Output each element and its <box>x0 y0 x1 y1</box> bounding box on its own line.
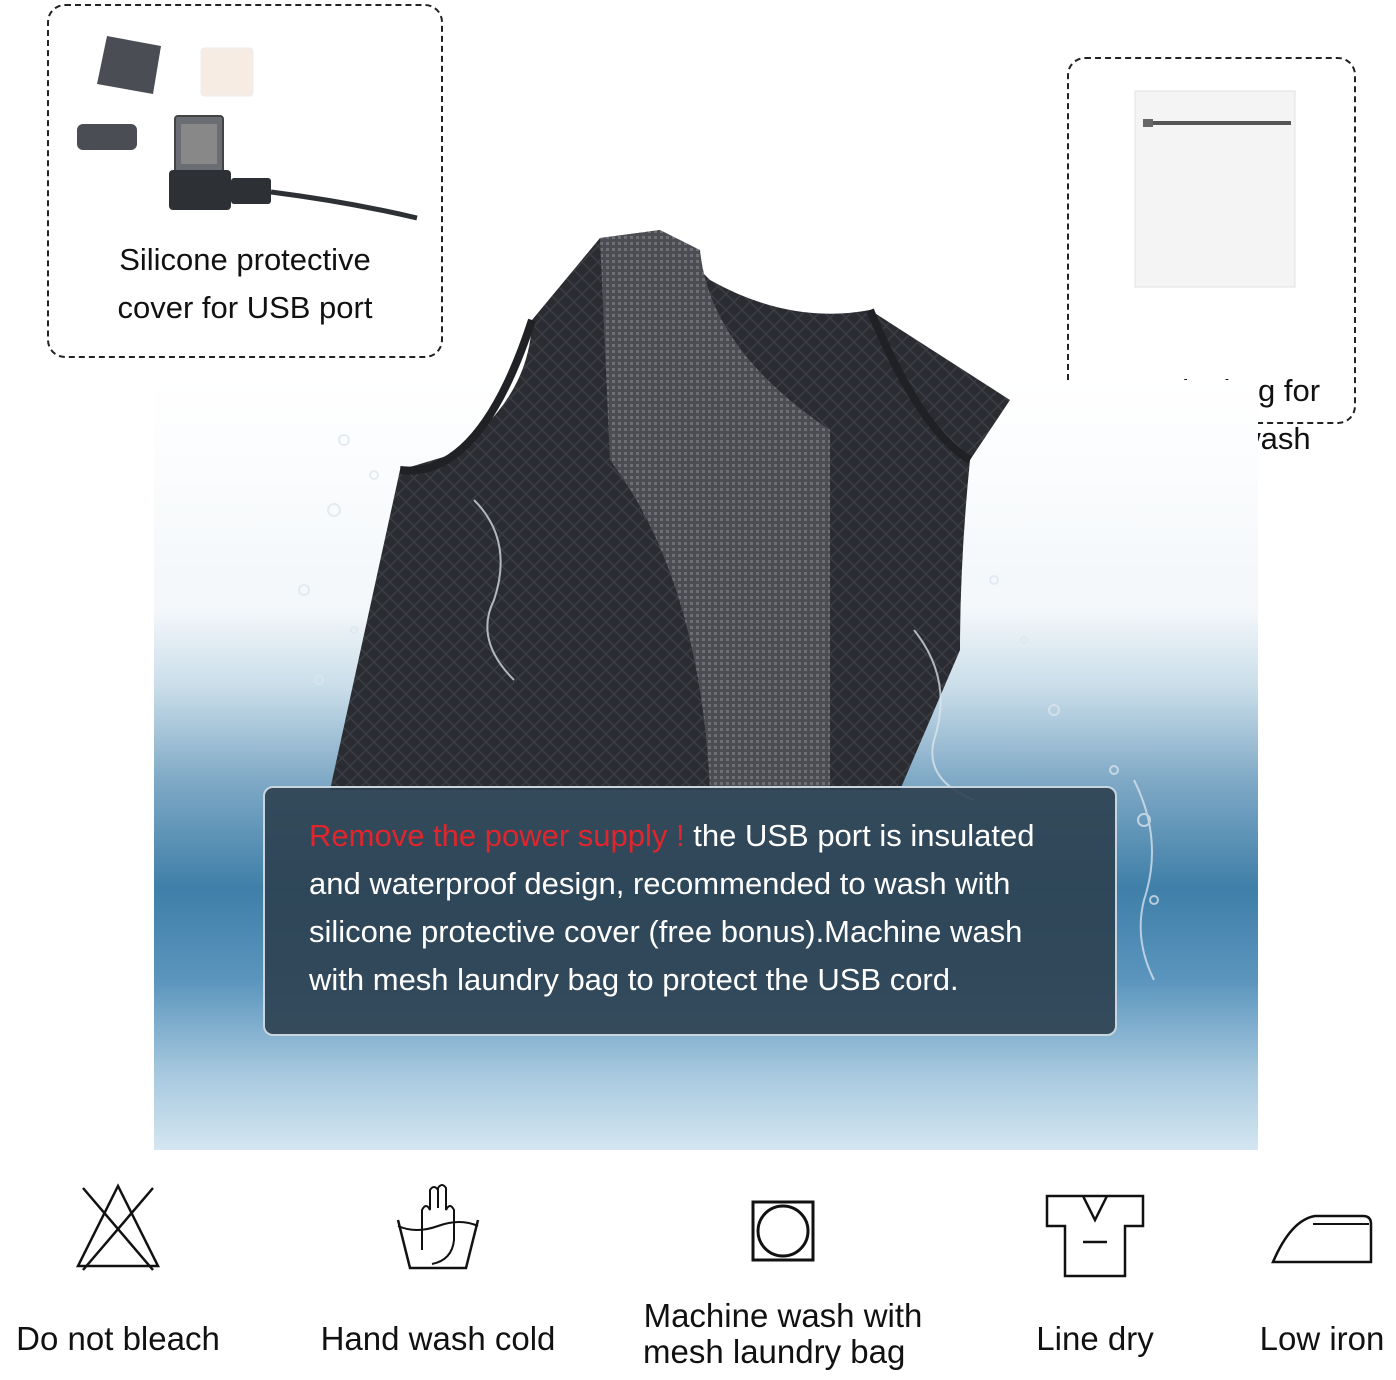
laundry-bag-icon <box>1134 90 1296 288</box>
water-splash <box>298 434 1159 981</box>
usb-cover-callout: Silicone protective cover for USB port <box>47 4 443 358</box>
line-dry-icon <box>1045 1194 1145 1278</box>
machine-wash-icon <box>751 1200 815 1262</box>
hand-wash-icon <box>396 1184 480 1270</box>
care-label-no-bleach: Do not bleach <box>16 1320 220 1357</box>
low-iron-icon <box>1271 1214 1373 1264</box>
care-item-hand-wash: Hand wash cold <box>321 1180 555 1357</box>
care-label-machine-wash: Machine wash with mesh laundry bag <box>635 1298 931 1370</box>
care-item-line-dry: Line dry <box>1030 1180 1160 1357</box>
care-item-machine-wash: Machine wash with mesh laundry bag <box>643 1180 922 1370</box>
care-label-hand-wash: Hand wash cold <box>320 1320 556 1357</box>
washing-instructions-box: Remove the power supply ! the USB port i… <box>263 786 1117 1036</box>
usb-cover-label-line1: Silicone protective <box>119 242 371 277</box>
care-label-line-dry: Line dry <box>1036 1320 1154 1357</box>
usb-cover-label-line2: cover for USB port <box>117 290 373 325</box>
vest-image <box>330 230 1010 790</box>
warning-text: Remove the power supply ! <box>309 818 685 853</box>
care-label-machine-wash-line2: mesh laundry bag <box>643 1333 906 1370</box>
no-bleach-icon <box>75 1183 161 1271</box>
care-item-low-iron: Low iron <box>1260 1180 1384 1357</box>
laundry-bag-callout: Laundry bag for machine wash <box>1067 57 1356 456</box>
usb-cover-label: Silicone protective cover for USB port <box>49 236 441 332</box>
instructions-text: the USB port is insulated and waterproof… <box>309 818 1035 997</box>
care-item-no-bleach: Do not bleach <box>16 1180 220 1357</box>
care-label-low-iron: Low iron <box>1259 1320 1385 1357</box>
usb-cable-with-covers-icon <box>77 36 418 221</box>
care-label-machine-wash-line1: Machine wash with <box>643 1297 923 1334</box>
